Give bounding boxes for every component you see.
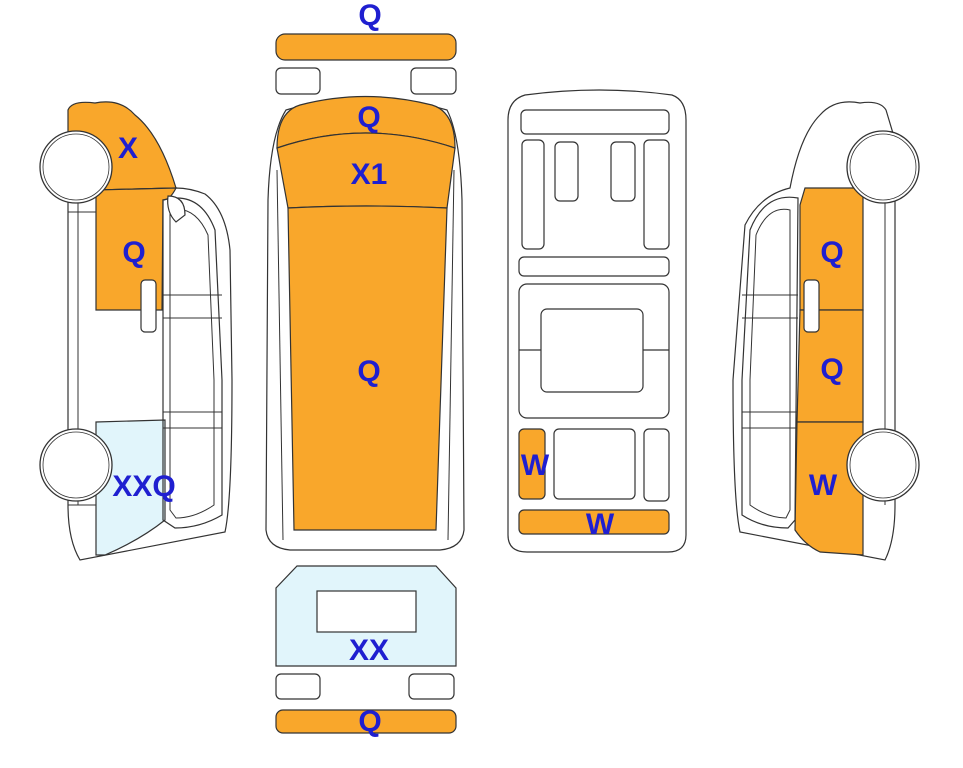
left-door-handle[interactable]: [140, 279, 157, 333]
underside-front-crossmember: [520, 109, 670, 135]
left-window-frame: [162, 197, 223, 529]
label-rear-bumper: Q: [358, 705, 381, 738]
front-bumper-panel[interactable]: [275, 33, 457, 61]
right-rear-hub: [849, 431, 917, 499]
right-side-view: [732, 101, 920, 561]
label-left-rear: XXQ: [112, 470, 175, 503]
left-pillars: [163, 294, 222, 429]
label-roof: Q: [357, 355, 380, 388]
rear-window[interactable]: [316, 590, 417, 633]
underside-view: [507, 89, 687, 553]
label-right-middle: Q: [820, 353, 843, 386]
rear-bumper-panel[interactable]: [275, 709, 457, 734]
underside-front-left-inner: [554, 141, 579, 202]
right-taillight: [408, 673, 455, 700]
left-rear-panel[interactable]: [95, 419, 166, 556]
right-pillars: [742, 294, 798, 429]
underside-rear-left-panel[interactable]: [518, 428, 546, 500]
left-mirror[interactable]: [167, 195, 186, 223]
label-right-rear: W: [809, 469, 838, 502]
underside-tank: [540, 308, 644, 393]
left-side-view: [39, 101, 233, 561]
underside-front-right-rail: [643, 139, 670, 250]
damage-labels: Q Q X1 Q XX Q W W X Q XXQ Q Q W: [112, 0, 843, 738]
left-rear-hub: [42, 431, 110, 499]
left-front-hub: [42, 133, 110, 201]
label-floor-side: W: [521, 449, 550, 482]
right-rear-panel[interactable]: [794, 421, 864, 556]
underside-rear-right-rail: [643, 428, 670, 502]
label-floor-rear: W: [586, 508, 615, 541]
left-window-inner: [169, 208, 215, 519]
right-headlight: [410, 67, 457, 95]
label-hood: Q: [357, 101, 380, 134]
right-window-inner: [749, 208, 791, 519]
left-side-line: [276, 169, 284, 541]
label-rear-window: XX: [349, 634, 389, 667]
label-left-front-door: Q: [122, 236, 145, 269]
underside-rear-box: [553, 428, 636, 500]
label-left-front-fender: X: [118, 132, 138, 165]
roof-panel[interactable]: [287, 205, 448, 531]
right-front-hub: [849, 133, 917, 201]
label-windshield: X1: [351, 158, 388, 191]
underside-rear-crossmember[interactable]: [518, 509, 670, 535]
underside-front-right-inner: [610, 141, 636, 202]
right-door-handle[interactable]: [803, 279, 820, 333]
label-front-bumper: Q: [358, 0, 381, 32]
underside-mid-crossmember: [518, 256, 670, 277]
right-side-line: [447, 169, 455, 541]
top-view: [265, 33, 465, 734]
label-right-front-door: Q: [820, 236, 843, 269]
left-taillight: [275, 673, 321, 700]
underside-front-left-rail: [521, 139, 545, 250]
right-window-frame: [741, 196, 799, 529]
left-headlight: [275, 67, 321, 95]
